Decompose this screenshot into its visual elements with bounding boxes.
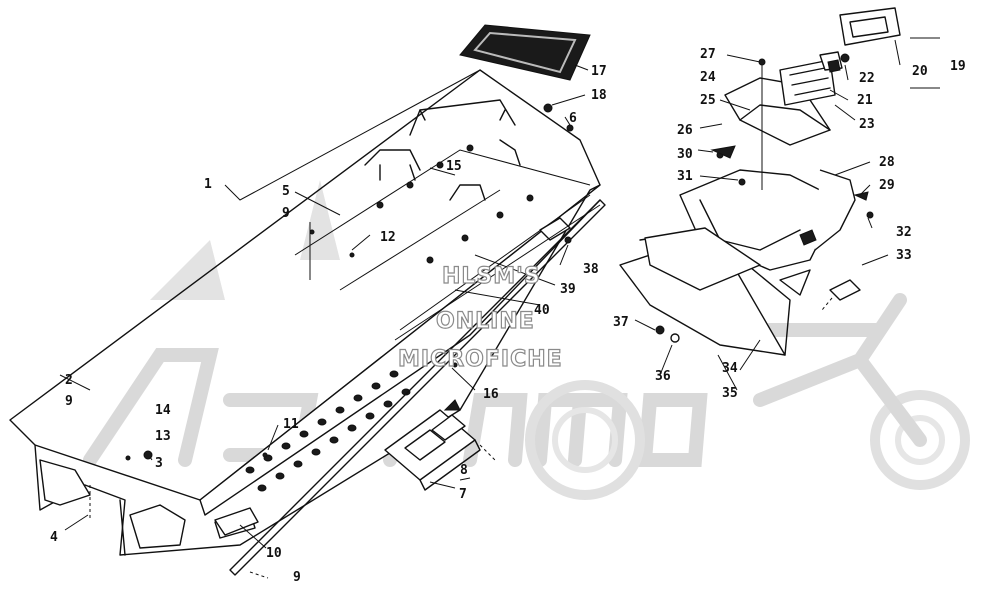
callout-35: 35 — [722, 386, 738, 401]
rear-grab-bar — [364, 99, 521, 201]
deck-bolts — [376, 144, 534, 264]
footrest-bracket — [384, 399, 496, 491]
callout-36: 36 — [655, 369, 671, 384]
running-board-holes — [245, 370, 411, 492]
callout-16: 16 — [483, 387, 499, 402]
callout-28: 28 — [879, 155, 895, 170]
callout-40: 40 — [534, 303, 550, 318]
callout-4: 4 — [50, 530, 58, 545]
rear-decal-plate — [459, 24, 591, 81]
callout-9-left: 9 — [65, 394, 73, 409]
callout-7: 7 — [459, 487, 467, 502]
callout-30: 30 — [677, 147, 693, 162]
callout-10: 10 — [266, 546, 282, 561]
tunnel-assembly — [9, 69, 601, 556]
callout-33: 33 — [896, 248, 912, 263]
callout-19: 19 — [950, 59, 966, 74]
callout-9-bottom: 9 — [293, 570, 301, 585]
callout-18: 18 — [591, 88, 607, 103]
callout-leader-lines — [59, 37, 940, 579]
callout-15: 15 — [446, 159, 462, 174]
callout-12: 12 — [380, 230, 396, 245]
callout-37: 37 — [613, 315, 629, 330]
callout-29: 29 — [879, 178, 895, 193]
callout-6: 6 — [569, 111, 577, 126]
callout-34: 34 — [722, 361, 738, 376]
callout-39: 39 — [560, 282, 576, 297]
callout-25: 25 — [700, 93, 716, 108]
callout-32: 32 — [896, 225, 912, 240]
callout-5: 5 — [282, 184, 290, 199]
callout-2: 2 — [65, 373, 73, 388]
callout-24: 24 — [700, 70, 716, 85]
watermark-text: HLSM'S ONLINE MICROFICHE — [397, 263, 563, 372]
callout-20: 20 — [912, 64, 928, 79]
callout-14: 14 — [155, 403, 171, 418]
callout-38: 38 — [583, 262, 599, 277]
callout-23: 23 — [859, 117, 875, 132]
watermark-line-2: ONLINE — [436, 309, 535, 334]
callout-3: 3 — [155, 456, 163, 471]
callout-labels: 1 2 3 4 5 6 7 8 9 9 9 10 11 12 13 14 15 … — [50, 47, 966, 585]
rear-bumper-assembly — [619, 77, 861, 356]
callout-1: 1 — [204, 177, 212, 192]
callout-9-upper: 9 — [282, 206, 290, 221]
callout-13: 13 — [155, 429, 171, 444]
callout-8: 8 — [460, 463, 468, 478]
callout-27: 27 — [700, 47, 716, 62]
watermark-line-1: HLSM'S — [442, 264, 541, 289]
callout-17: 17 — [591, 64, 607, 79]
callout-11: 11 — [283, 417, 299, 432]
tail-light-assembly — [779, 7, 901, 106]
watermark-line-3: MICROFICHE — [398, 347, 563, 372]
callout-31: 31 — [677, 169, 693, 184]
callout-26: 26 — [677, 123, 693, 138]
callout-21: 21 — [857, 93, 873, 108]
callout-22: 22 — [859, 71, 875, 86]
